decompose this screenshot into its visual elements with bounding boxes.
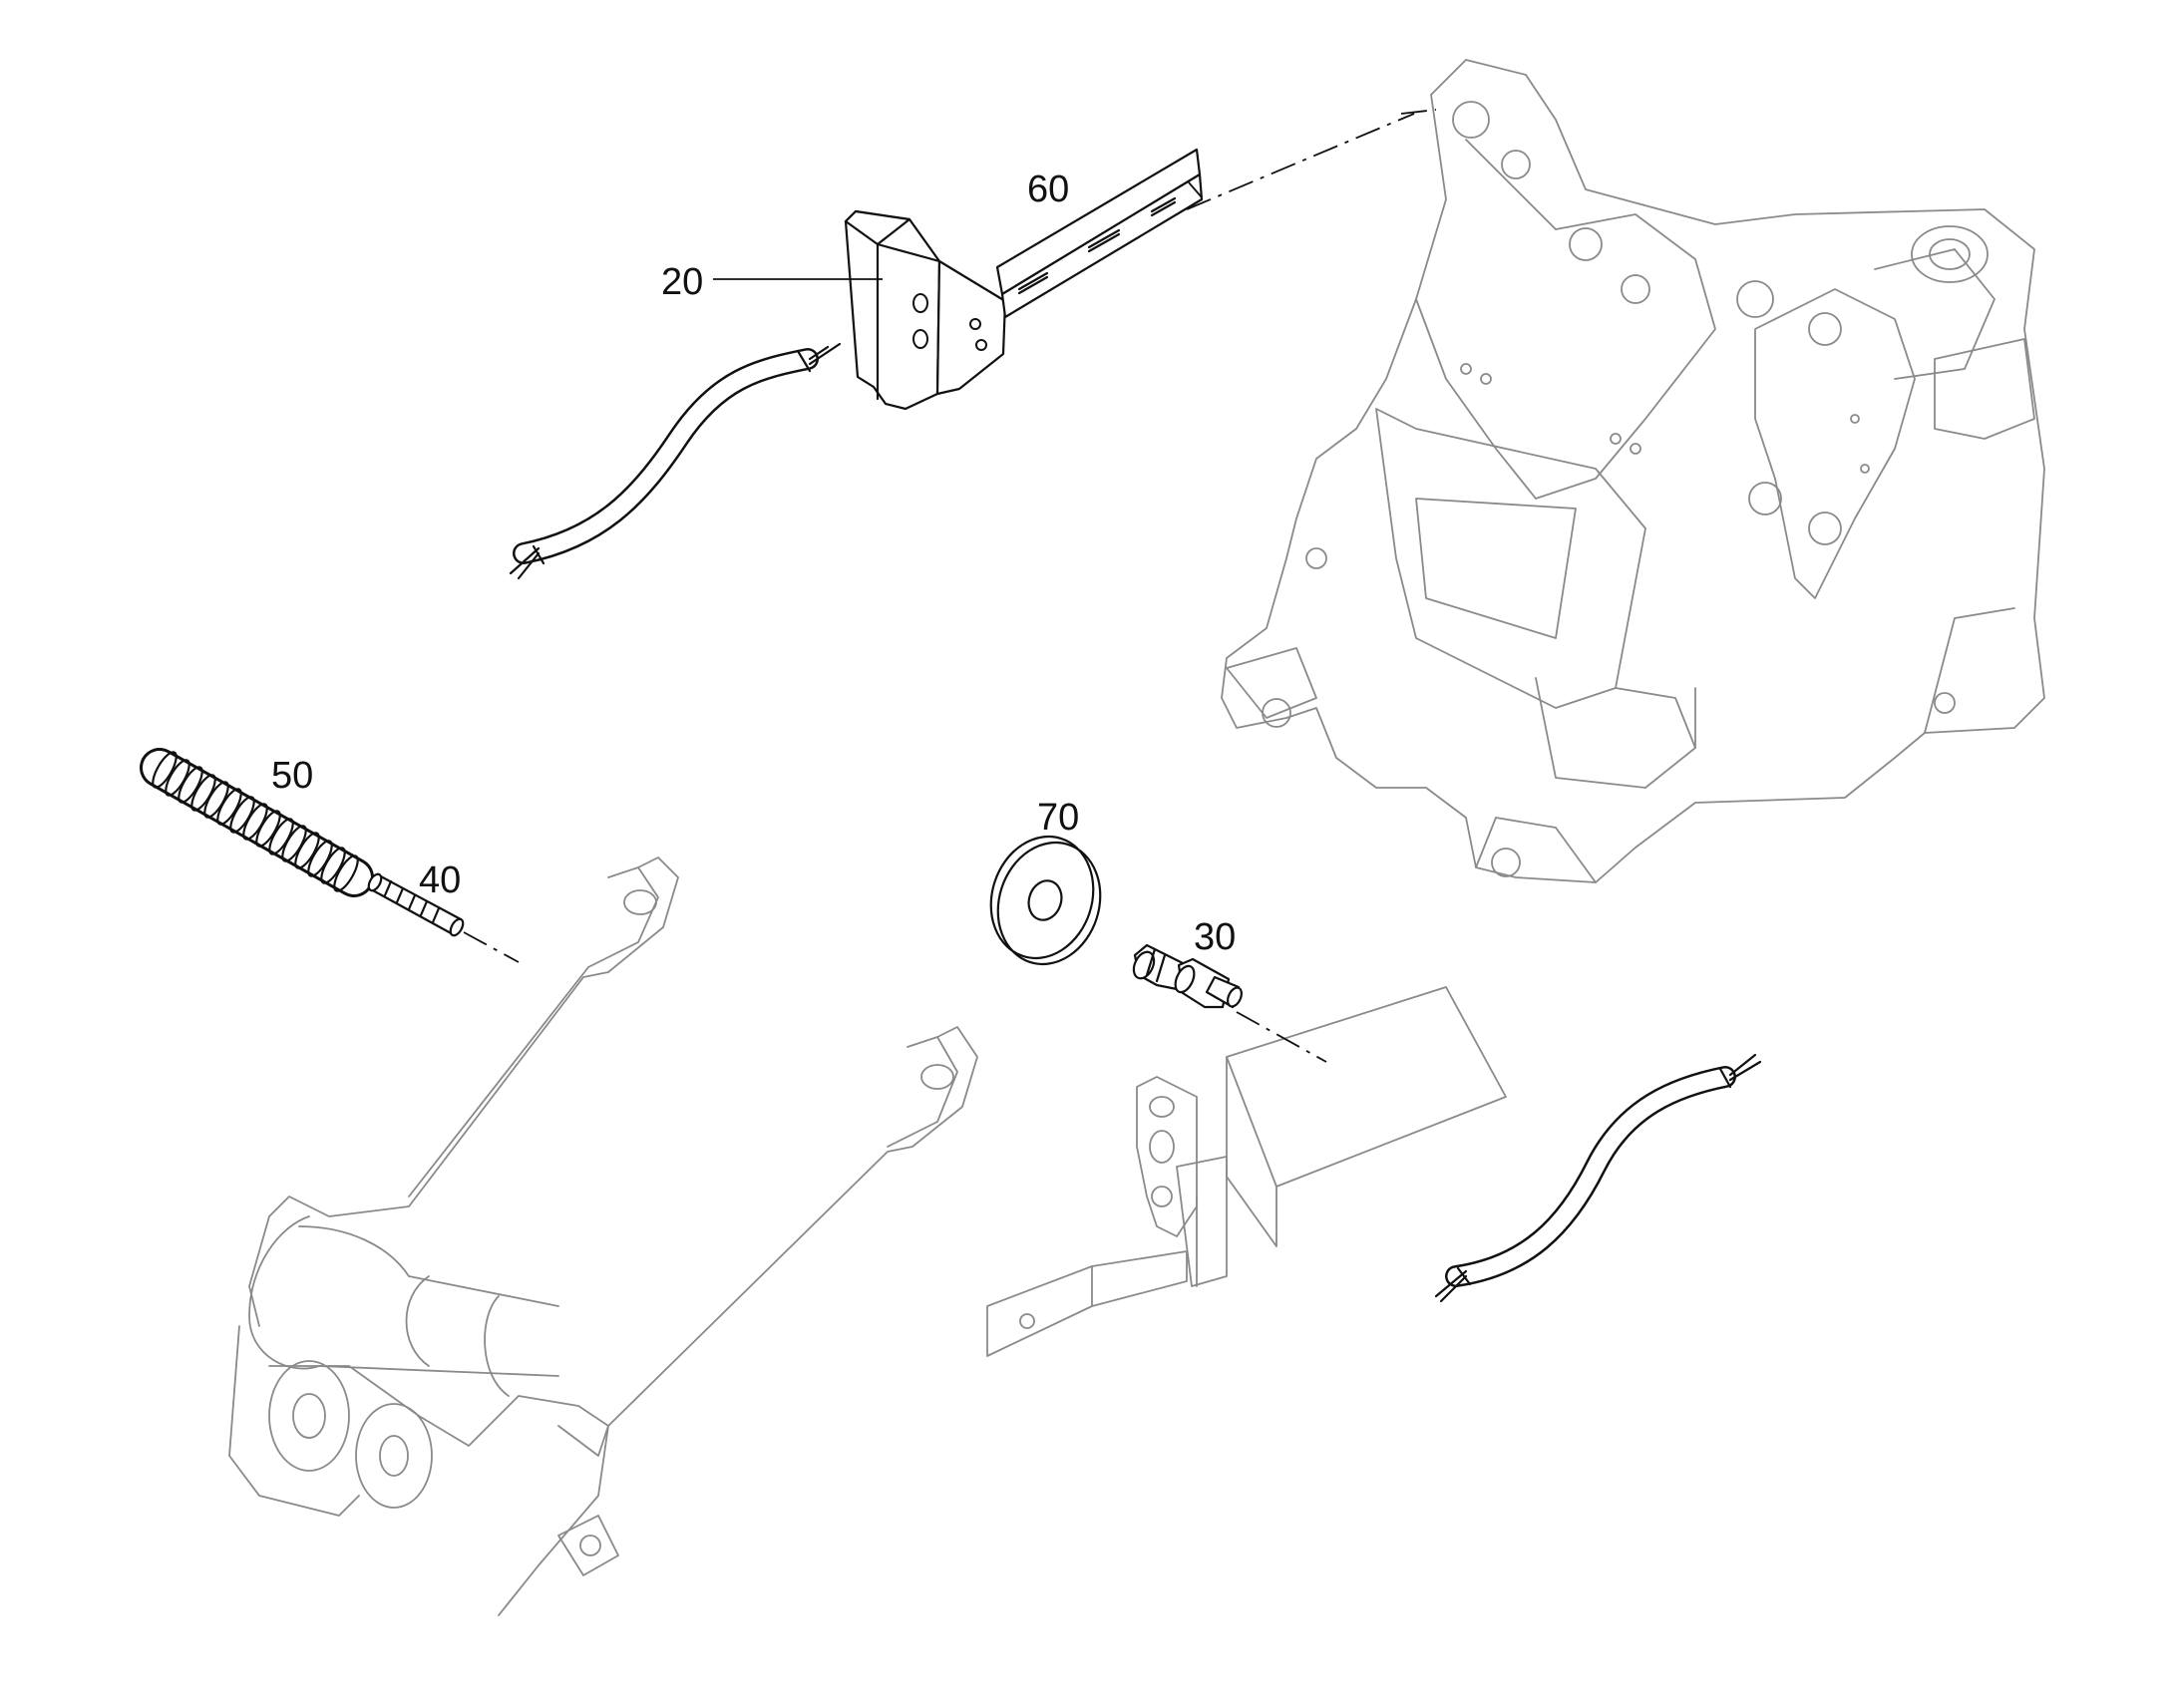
callout-60: 60 [1027,169,1069,210]
callout-labels: 20 60 50 40 70 30 [271,169,1236,958]
loader-arm [228,856,978,1616]
assembly-lines [463,109,1437,1063]
callout-70: 70 [1037,797,1079,839]
part-60-slotted-plate[interactable] [995,148,1204,319]
part-50-spring[interactable] [140,748,374,897]
part-40-pin[interactable] [366,872,466,938]
callout-50: 50 [271,755,313,797]
leader-lines [713,181,1203,280]
part-70-washer[interactable] [975,824,1115,978]
loader-frame [1221,59,2045,883]
callout-30: 30 [1194,916,1236,958]
sensor-cable-lower [1434,1053,1762,1303]
callout-20: 20 [661,261,703,303]
sensor-bracket [986,986,1507,1357]
part-30-fitting[interactable] [1130,943,1245,1009]
part-20-sensor[interactable] [844,209,1007,411]
callout-40: 40 [419,859,461,901]
sensor-cable-upper [509,342,842,580]
